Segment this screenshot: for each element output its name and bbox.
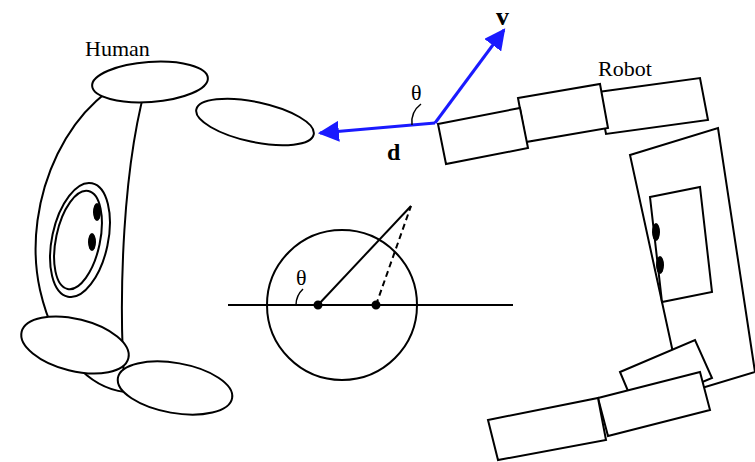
figure-label: Robot xyxy=(598,58,652,80)
figure-label: Human xyxy=(85,38,150,60)
vector-arrows xyxy=(320,30,504,133)
vector-label: v xyxy=(496,4,509,30)
human-figure xyxy=(15,58,318,423)
angle-label: θ xyxy=(411,82,422,104)
angle-circle xyxy=(228,206,513,380)
vector-label: d xyxy=(387,140,400,164)
angle-label: θ xyxy=(296,267,307,289)
robot-figure xyxy=(438,78,755,460)
